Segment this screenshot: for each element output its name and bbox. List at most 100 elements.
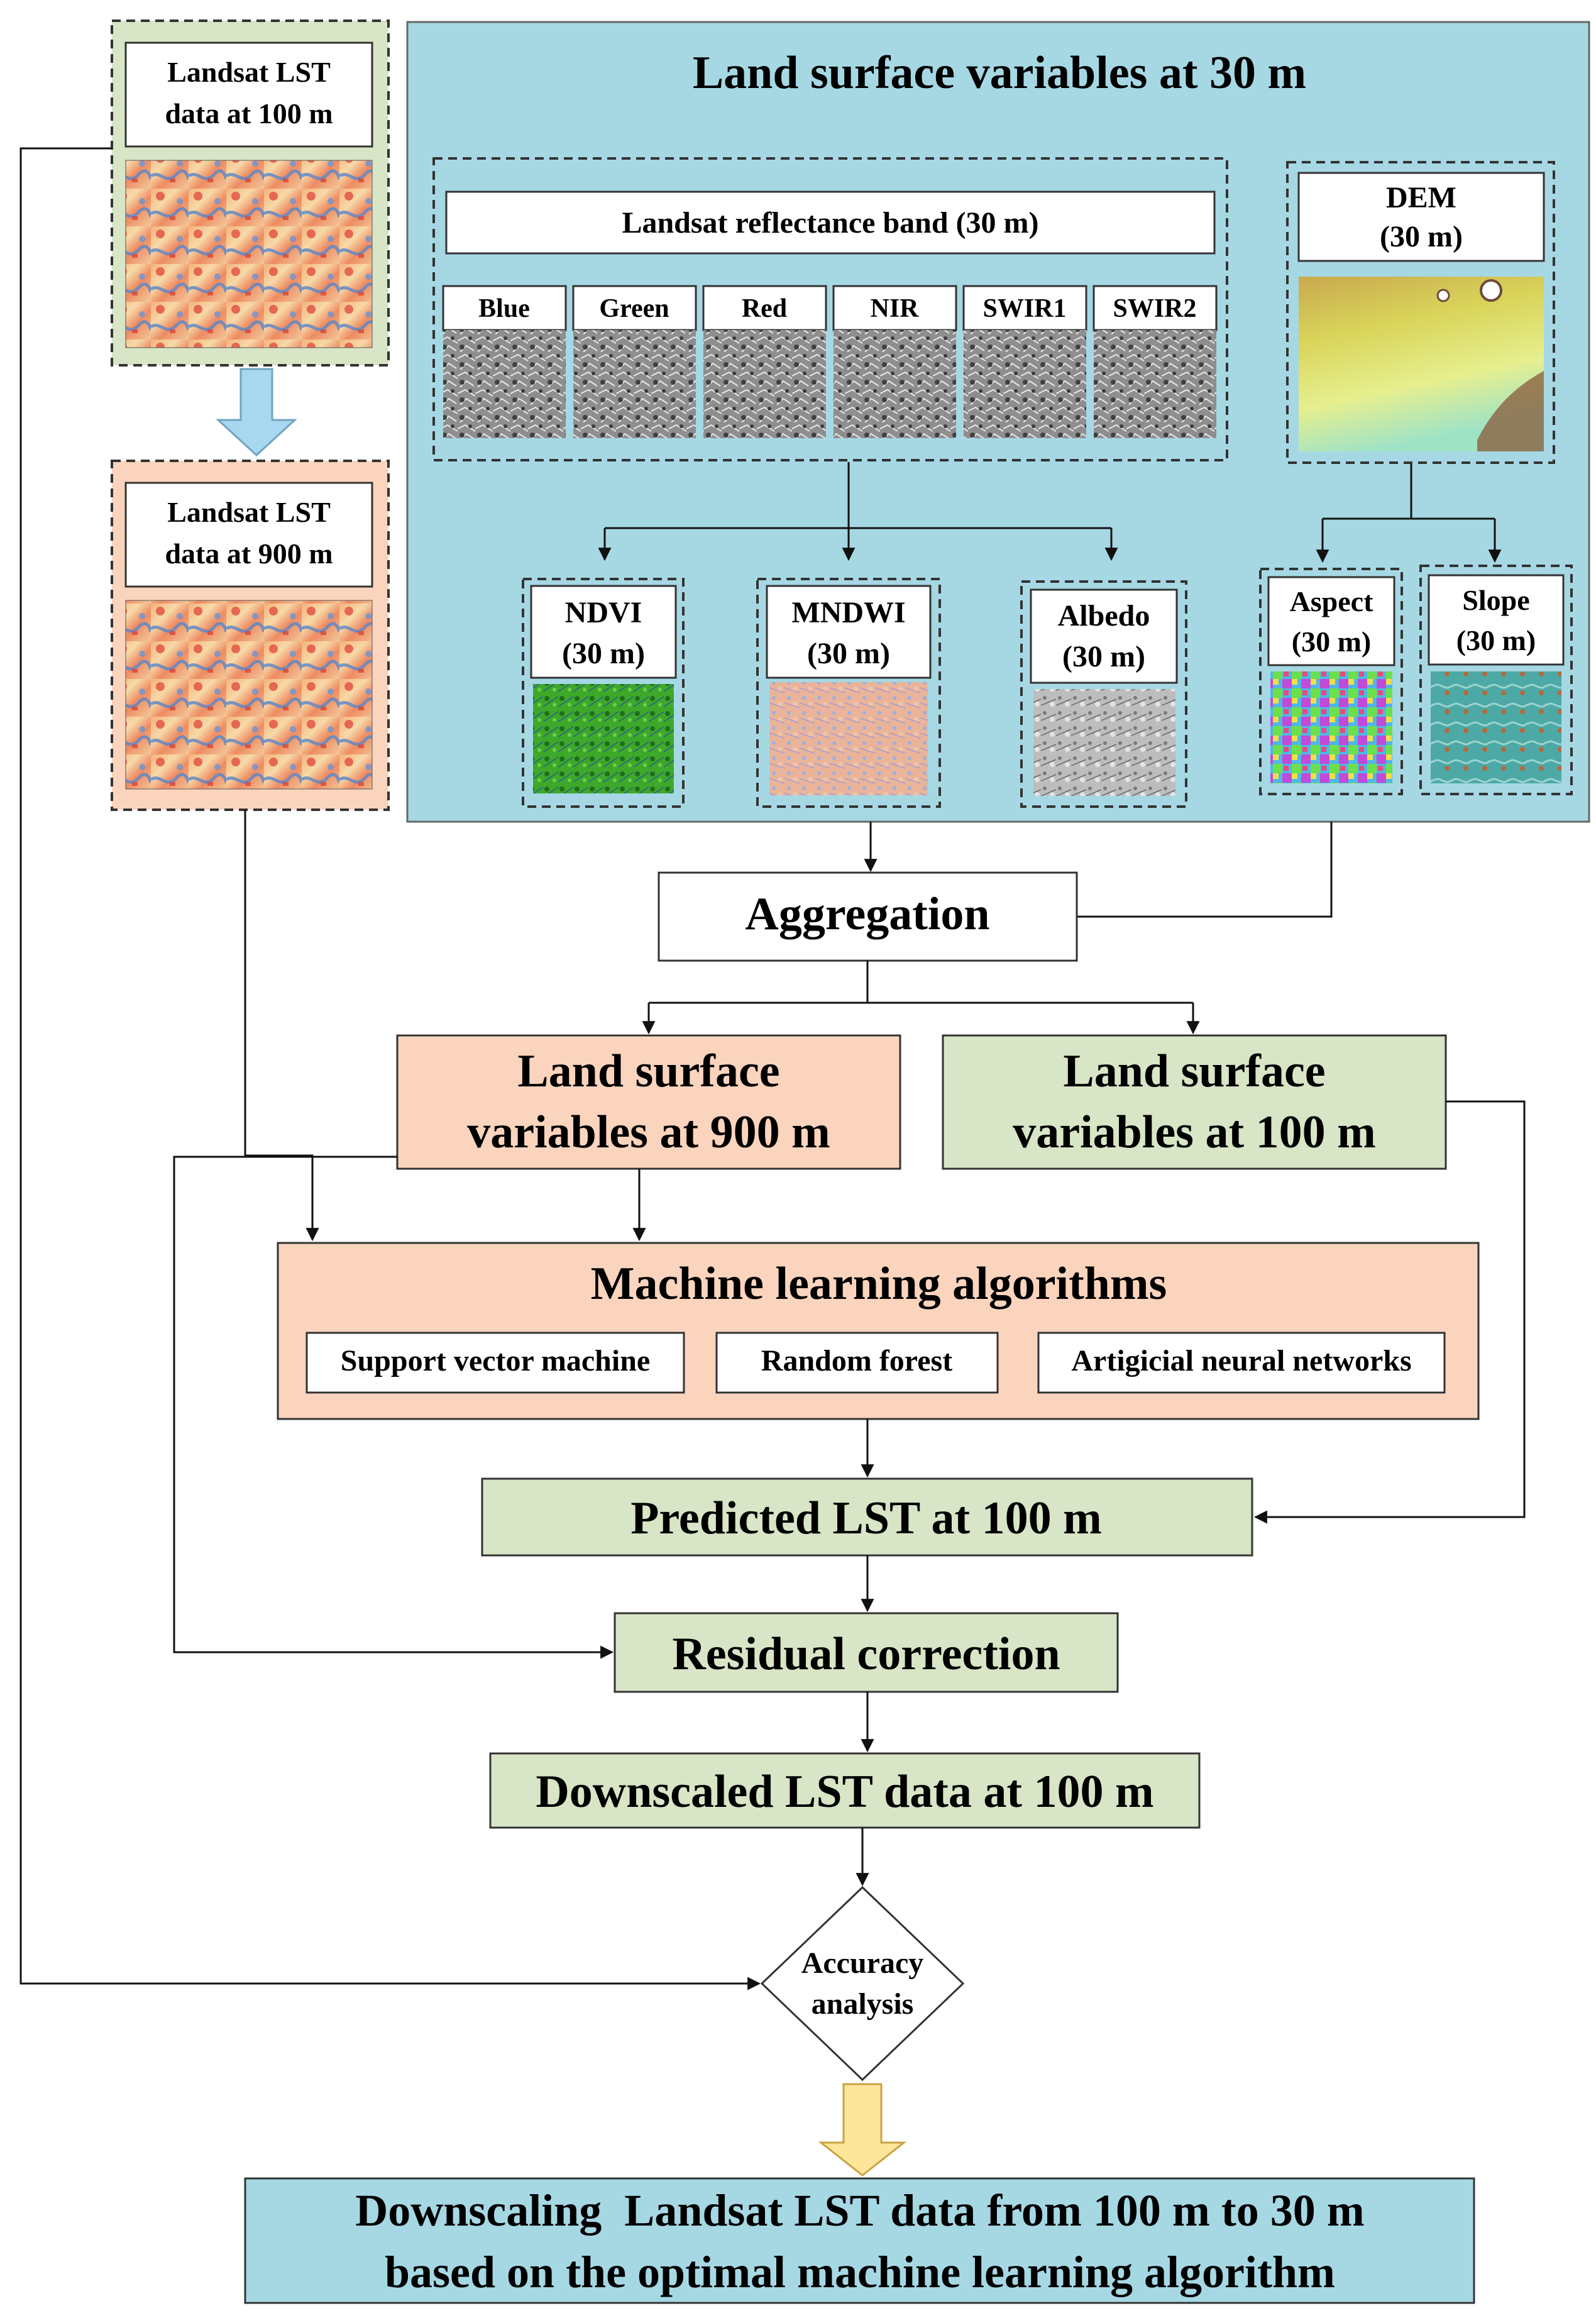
mndwi-frame: [756, 578, 941, 808]
aggregation-box: [658, 871, 1078, 962]
aspect-group: Aspect (30 m): [1259, 568, 1403, 795]
albedo-thumbnail: [1033, 689, 1175, 796]
albedo-label-line2: (30 m): [1062, 640, 1145, 673]
aspect-frame: [1259, 568, 1403, 795]
residual-label: Residual correction: [672, 1628, 1060, 1680]
ml-algorithm-label: Support vector machine: [341, 1344, 650, 1377]
ml-algorithm-box: [305, 1332, 685, 1394]
lsv-100-box: [942, 1034, 1447, 1170]
dem-peak-marker: [1436, 289, 1450, 302]
lst-900-input-group: Landsat LST data at 900 m: [111, 460, 390, 811]
downscaled-box: [489, 1752, 1201, 1829]
mndwi-thumbnail: [769, 682, 928, 795]
predicted-label: Predicted LST at 100 m: [630, 1493, 1102, 1544]
connector-line: [173, 1156, 614, 1659]
dem-label-line1: DEM: [1386, 181, 1456, 214]
aspect-thumbnail: [1270, 671, 1392, 783]
main-panel-title: Land surface variables at 30 m: [693, 47, 1306, 99]
connector-line: [1253, 1100, 1526, 1524]
accuracy-decision-diamond: [760, 1885, 965, 2082]
ml-algorithm-label: Random forest: [761, 1344, 952, 1377]
band-label-box: [832, 285, 957, 331]
dem-label-box: [1297, 172, 1545, 262]
lst-100-label-box: [124, 41, 373, 148]
predicted-box: [481, 1477, 1253, 1557]
slope-label-line2: (30 m): [1456, 624, 1536, 656]
band-thumbnail: [1094, 330, 1216, 438]
band-label-box: [572, 285, 697, 331]
ml-algorithm-box: [1037, 1332, 1446, 1394]
lst-100-label-line1: Landsat LST: [167, 56, 331, 88]
mndwi-label-line1: MNDWI: [791, 596, 905, 629]
dem-peak-marker: [1480, 279, 1502, 302]
albedo-group: Albedo (30 m): [1020, 580, 1187, 808]
band-label: SWIR2: [1113, 294, 1196, 323]
lsv-900-line2: variables at 900 m: [467, 1107, 830, 1158]
final-result-line1: Downscaling Landsat LST data from 100 m …: [355, 2185, 1365, 2236]
ndvi-label-line2: (30 m): [562, 637, 645, 670]
ndvi-thumbnail: [533, 684, 674, 793]
ndvi-group: NDVI (30 m): [522, 578, 685, 808]
lst-900-label-line1: Landsat LST: [167, 496, 331, 528]
lsv-100-line1: Land surface: [1063, 1046, 1325, 1097]
dem-group-frame: [1286, 161, 1555, 464]
reflectance-title-box: [445, 190, 1216, 255]
ndvi-label-box: [530, 585, 677, 679]
albedo-label-line1: Albedo: [1058, 599, 1150, 632]
mndwi-label-box: [766, 585, 932, 679]
down-arrow-icon: [216, 368, 297, 457]
reflectance-title: Landsat reflectance band (30 m): [622, 206, 1038, 240]
reflectance-group-frame: [432, 157, 1228, 461]
aspect-label-line2: (30 m): [1292, 626, 1371, 658]
result-arrow-icon: [818, 2083, 907, 2177]
band-label: Green: [599, 294, 669, 323]
slope-frame: [1419, 565, 1573, 795]
accuracy-label-line2: analysis: [812, 1987, 914, 2021]
albedo-label-box: [1030, 588, 1178, 684]
mndwi-label-line2: (30 m): [807, 637, 890, 670]
band-label: Blue: [478, 294, 530, 323]
land-surface-variables-panel: Land surface variables at 30 m Landsat r…: [406, 21, 1590, 823]
band-label-box: [702, 285, 827, 331]
band-label-box: [442, 285, 567, 331]
lst-100-label-line2: data at 100 m: [165, 97, 333, 130]
band-label: NIR: [870, 294, 919, 323]
connector-line: [19, 147, 761, 1990]
final-result-box: [244, 2177, 1475, 2304]
slope-group: Slope (30 m): [1419, 565, 1573, 795]
connector-line: [1076, 822, 1333, 918]
connector-line: [244, 810, 319, 1242]
albedo-frame: [1020, 580, 1187, 808]
band-thumbnail: [703, 330, 826, 438]
band-label: Red: [742, 294, 787, 323]
slope-thumbnail: [1431, 671, 1561, 783]
slope-label-box: [1428, 574, 1565, 666]
aggregation-label: Aggregation: [745, 888, 989, 940]
dem-terrain-detail: [1477, 371, 1544, 451]
lst-900-thumbnail: [125, 600, 373, 790]
band-label: SWIR1: [982, 294, 1066, 323]
aspect-label-box: [1267, 576, 1395, 666]
final-result-line2: based on the optimal machine learning al…: [385, 2247, 1335, 2297]
downscaled-label: Downscaled LST data at 100 m: [536, 1766, 1153, 1818]
band-label-box: [1092, 285, 1218, 331]
lst-900-label-line2: data at 900 m: [165, 538, 333, 570]
lsv-900-box: [396, 1034, 901, 1170]
lst-900-label-box: [124, 482, 373, 588]
band-thumbnail: [834, 330, 956, 438]
ml-algorithm-label: Artigicial neural networks: [1071, 1344, 1411, 1377]
lst-100-input-group: Landsat LST data at 100 m: [111, 19, 390, 367]
mndwi-group: MNDWI (30 m): [756, 578, 941, 808]
lsv-100-line2: variables at 100 m: [1013, 1107, 1376, 1158]
band-thumbnail: [964, 330, 1086, 438]
ml-title: Machine learning algorithms: [591, 1258, 1167, 1310]
residual-box: [614, 1612, 1119, 1693]
lst-100-thumbnail: [125, 160, 373, 348]
band-thumbnail: [573, 330, 696, 438]
ndvi-label-line1: NDVI: [565, 596, 642, 629]
slope-label-line1: Slope: [1462, 584, 1529, 616]
band-row: Blue Green Red NIR SWIR1 SWIR2: [442, 285, 1218, 438]
ml-algorithm-box: [715, 1332, 999, 1394]
ndvi-frame: [522, 578, 685, 808]
